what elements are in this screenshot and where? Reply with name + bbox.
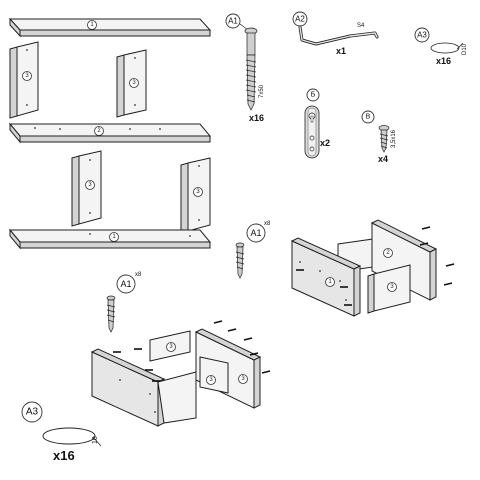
upper-right-side-number: 3	[132, 80, 136, 86]
top-shelf-panel: 1	[8, 17, 212, 38]
a2-code: A2	[295, 15, 305, 24]
lower-left-side-number: 3	[88, 182, 92, 188]
lower-right-side-panel: 3	[180, 157, 211, 234]
top-shelf-number: 1	[90, 22, 94, 28]
upper-left-side-number: 3	[25, 73, 29, 79]
screw-step-left-icon	[106, 295, 116, 333]
bent-rod-a2-icon	[298, 25, 379, 46]
upper-left-side-panel: 3	[9, 41, 39, 119]
left-asm-back-number: 3	[241, 376, 245, 382]
screw-v-icon	[378, 125, 390, 153]
v-size: 3,5x16	[391, 129, 397, 148]
lower-right-side-number: 3	[196, 189, 200, 195]
a2-size: S4	[357, 23, 365, 29]
middle-shelf-number: 2	[97, 128, 101, 134]
a1-code: A1	[228, 17, 238, 26]
cap-a3-icon	[430, 42, 460, 54]
right-asm-screw-marks	[296, 226, 455, 306]
left-asm-screw-marks	[113, 320, 271, 382]
b-code: Б	[311, 92, 316, 99]
a2-qty: x1	[336, 46, 346, 56]
screw-step-right-icon	[235, 242, 245, 279]
upper-right-side-panel: 3	[116, 49, 147, 118]
step-left-code: A1	[120, 279, 131, 289]
v-code: В	[366, 114, 371, 121]
bottom-shelf-panel: 1	[8, 228, 212, 250]
a3-code: A3	[417, 31, 427, 40]
screw-a1-icon	[244, 27, 258, 111]
callout-a3-size: 10	[92, 436, 99, 444]
left-assembly: 3 3 3	[90, 320, 271, 427]
a1-qty: x16	[249, 113, 264, 123]
left-asm-middle-number-2: 3	[209, 377, 213, 383]
step-right-code: A1	[250, 228, 261, 238]
hardware-a3: A3 D10 x16	[414, 27, 468, 66]
step-right-callout: A1 x8	[235, 221, 271, 279]
left-asm-middle-number: 3	[169, 344, 173, 350]
hardware-a1: A1 7x50 x16	[225, 13, 265, 123]
hardware-b: Б x2	[304, 88, 330, 159]
a3-size: D10	[462, 43, 468, 55]
right-asm-front-number: 1	[328, 279, 332, 285]
right-assembly: 2 1 3	[290, 219, 455, 317]
middle-shelf-panel: 2	[8, 122, 212, 144]
hardware-a2: A2 S4 x1	[292, 11, 379, 56]
a3-qty: x16	[436, 56, 451, 66]
callout-a3-qty: x16	[53, 448, 75, 463]
right-asm-lower-number: 3	[390, 284, 394, 290]
callout-a3-code: A3	[26, 407, 39, 418]
b-qty: x2	[320, 138, 330, 148]
a1-size: 7x50	[259, 84, 265, 98]
step-right-qty: x8	[264, 221, 271, 227]
hardware-v: В 3,5x16 x4	[361, 110, 397, 164]
v-qty: x4	[378, 154, 388, 164]
right-asm-middle-number: 2	[386, 250, 390, 256]
cap-callout-icon	[42, 427, 96, 445]
a3-cap-callout: A3 10 x16	[21, 401, 102, 463]
keyhole-bracket-b-icon	[304, 105, 320, 159]
step-left-callout: A1 x8	[106, 272, 142, 333]
lower-left-side-panel: 3	[71, 150, 102, 227]
bottom-shelf-number: 1	[112, 234, 116, 240]
step-left-qty: x8	[135, 272, 142, 278]
